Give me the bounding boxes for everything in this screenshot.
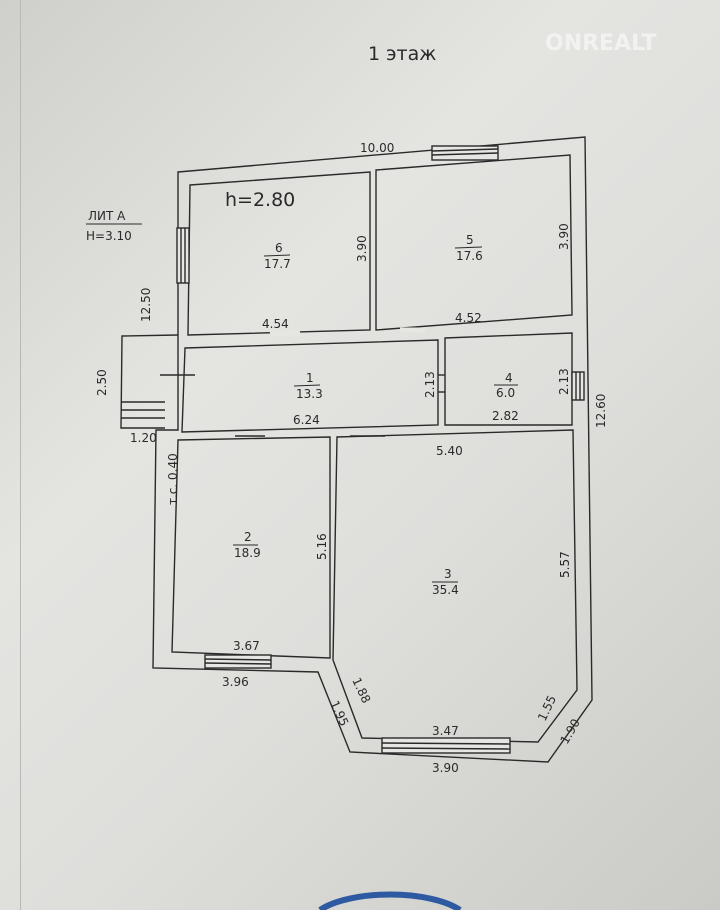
dim-room5-height: 3.90 — [557, 223, 571, 250]
svg-text:3: 3 — [444, 567, 452, 581]
room-4-label: 4 6.0 — [494, 371, 518, 400]
dim-room1-height: 2.13 — [423, 371, 437, 398]
room-4-outline — [444, 332, 573, 426]
window-room-3 — [381, 737, 511, 754]
dim-top: 10.00 — [360, 141, 394, 155]
svg-text:18.9: 18.9 — [234, 546, 261, 560]
porch — [120, 334, 179, 429]
svg-text:4: 4 — [505, 371, 513, 385]
room-6-outline — [187, 171, 371, 336]
dim-room6-width: 4.54 — [262, 317, 289, 331]
room-2-label: 2 18.9 — [233, 530, 261, 560]
window-top — [431, 145, 499, 161]
dim-outer-diag-left: 1.95 — [327, 698, 351, 728]
dim-outer-left: 12.50 — [139, 288, 153, 322]
room-6-label: 6 17.7 — [263, 241, 291, 271]
dim-room3-diag-left: 1.88 — [349, 675, 373, 705]
dim-room1-width: 6.24 — [293, 413, 320, 427]
dim-room2-width: 3.67 — [233, 639, 260, 653]
svg-text:1: 1 — [306, 371, 314, 385]
dim-room6-height: 3.90 — [355, 235, 369, 262]
dim-outer-right: 12.60 — [594, 394, 608, 428]
room-1-outline — [181, 339, 439, 433]
ceiling-height-label: h=2.80 — [225, 189, 295, 211]
dimension-labels: 10.00 4.54 3.90 4.52 3.90 6.24 2.13 2.82… — [95, 141, 608, 775]
dim-wall-thickness: т.с. 0.40 — [166, 453, 180, 505]
dim-room4-width: 2.82 — [492, 409, 519, 423]
room-5-outline — [375, 154, 573, 331]
floor-title: 1 этаж — [368, 43, 436, 65]
dim-room4-height: 2.13 — [557, 368, 571, 395]
stamp — [318, 891, 462, 910]
dim-outer-bottom-left: 3.96 — [222, 675, 249, 689]
svg-text:17.7: 17.7 — [264, 257, 291, 271]
svg-text:35.4: 35.4 — [432, 583, 459, 597]
lit-label: ЛИТ А — [88, 209, 126, 223]
room-2-outline — [171, 436, 331, 659]
dim-room2-height: 5.16 — [315, 533, 329, 560]
paper-margin-line — [20, 0, 21, 910]
window-left — [176, 227, 190, 284]
dim-room5-width: 4.52 — [455, 311, 482, 325]
dim-room3-top: 5.40 — [436, 444, 463, 458]
window-room-2 — [204, 654, 272, 669]
dim-room3-right: 5.57 — [558, 551, 572, 578]
room-3-label: 3 35.4 — [432, 567, 459, 597]
dim-porch-height: 2.50 — [95, 369, 109, 396]
svg-text:17.6: 17.6 — [456, 249, 483, 263]
height-label: H=3.10 — [86, 229, 132, 243]
svg-text:2: 2 — [244, 530, 252, 544]
room-5-label: 5 17.6 — [454, 233, 483, 263]
dim-outer-diag-right: 1.90 — [557, 716, 582, 746]
dim-room3-bottom: 3.47 — [432, 724, 459, 738]
svg-text:6: 6 — [275, 241, 283, 255]
room-3-outline — [332, 429, 578, 743]
svg-text:13.3: 13.3 — [296, 387, 323, 401]
svg-text:6.0: 6.0 — [496, 386, 515, 400]
window-right — [571, 371, 585, 401]
dim-porch-width: 1.20 — [130, 431, 157, 445]
outer-wall — [152, 136, 593, 763]
watermark: ONREALT — [545, 31, 657, 56]
svg-text:5: 5 — [466, 233, 474, 247]
dim-outer-bottom: 3.90 — [432, 761, 459, 775]
room-1-label: 1 13.3 — [293, 371, 323, 401]
